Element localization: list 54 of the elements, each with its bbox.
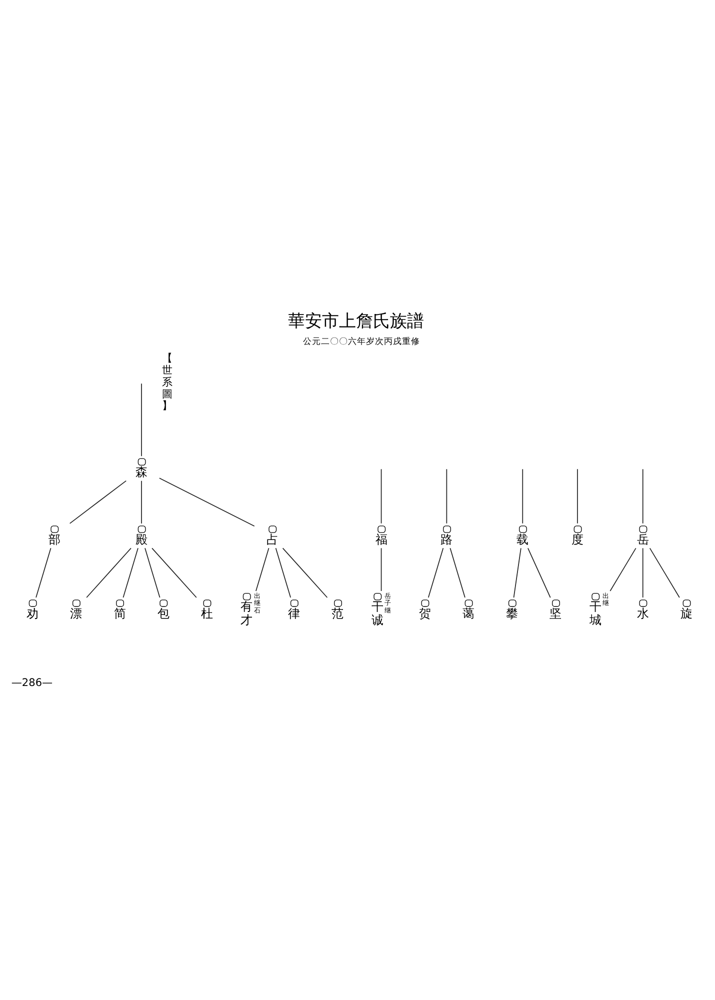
connector	[610, 547, 636, 591]
connector	[141, 480, 142, 524]
connector	[446, 468, 448, 524]
node-label: 蔼	[462, 606, 475, 620]
connector	[450, 547, 466, 598]
node-label: 简	[114, 606, 126, 620]
connector	[122, 547, 138, 598]
connector	[282, 547, 328, 598]
node-label: 干城	[589, 599, 602, 626]
connector	[522, 468, 524, 524]
connector	[69, 480, 127, 524]
connector	[275, 547, 292, 598]
node-label: 路	[440, 532, 453, 546]
connector	[577, 468, 578, 524]
node-label: 范	[332, 606, 344, 620]
connector	[158, 477, 255, 526]
node-label: 福	[375, 532, 388, 546]
connector	[649, 547, 680, 598]
node-label: 律	[288, 606, 300, 620]
node-label: 杜	[200, 606, 213, 620]
connector	[380, 468, 382, 524]
connector	[642, 468, 644, 524]
node-label: 劝	[26, 606, 39, 620]
connector	[86, 547, 132, 598]
caption: 公元二〇〇六年岁次丙戌重修	[303, 336, 420, 346]
node-label: 贺	[418, 606, 431, 620]
node-label: 包	[157, 606, 170, 620]
label: 【世系圖】	[162, 352, 173, 412]
connector	[380, 547, 382, 591]
node-label: 水	[636, 606, 649, 620]
node-label: 干诚	[371, 599, 384, 626]
connector	[513, 547, 522, 598]
connector	[428, 547, 444, 598]
connector	[144, 547, 160, 598]
node-label: 岳	[636, 532, 649, 546]
node-label: 攀	[506, 606, 518, 620]
connector	[642, 547, 644, 598]
node-label: 殿	[136, 532, 148, 546]
node-label: 坚	[550, 606, 562, 620]
connector	[256, 547, 270, 591]
connector	[141, 382, 142, 456]
node-label: 占	[266, 532, 278, 546]
node-label: 部	[48, 532, 60, 546]
connector	[528, 547, 551, 598]
node-label: 度	[572, 532, 584, 546]
connector	[36, 547, 52, 598]
node-label: 森	[136, 464, 148, 478]
connector	[152, 547, 197, 598]
node-label: 旋	[680, 606, 692, 620]
diagram-title: 華安市上詹氏族譜	[288, 310, 424, 331]
node-label: 有才	[240, 599, 253, 626]
node-label: 载	[516, 532, 529, 546]
label: —286—	[11, 676, 53, 688]
node-label: 漂	[70, 606, 82, 620]
